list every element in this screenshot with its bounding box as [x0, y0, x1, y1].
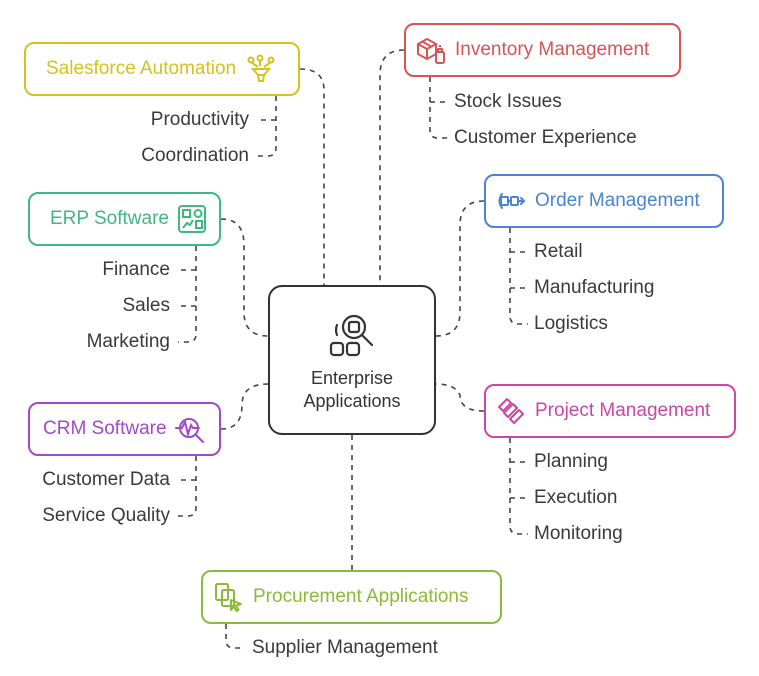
connector-salesforce [299, 68, 325, 285]
node-project-label: Project Management [535, 400, 711, 421]
stacked-bars-icon [496, 396, 526, 426]
node-erp-software: ERP Software [28, 192, 221, 246]
node-crm-software: CRM Software [28, 402, 221, 456]
funnel-network-icon [246, 54, 276, 84]
documents-cursor-icon [213, 582, 243, 612]
erp-item-marketing: Marketing [86, 331, 170, 352]
salesforce-item-coordination: Coordination [141, 145, 249, 166]
node-erp-label: ERP Software [50, 208, 169, 229]
erp-item-finance: Finance [102, 259, 170, 280]
node-salesforce-label: Salesforce Automation [46, 58, 237, 79]
project-item-monitoring: Monitoring [534, 523, 623, 544]
connector-order [435, 200, 485, 337]
center-node: Enterprise Applications [268, 285, 436, 435]
order-item-retail: Retail [534, 241, 583, 262]
pulse-magnifier-icon [174, 414, 205, 444]
crm-item-service-quality: Service Quality [42, 505, 170, 526]
dashboard-chart-icon [177, 204, 207, 234]
erp-item-sales: Sales [122, 295, 170, 316]
inventory-item-stock-issues: Stock Issues [454, 91, 562, 112]
node-salesforce-automation: Salesforce Automation [24, 42, 300, 96]
center-title-line2: Applications [303, 391, 401, 411]
node-procurement-applications: Procurement Applications [201, 570, 502, 624]
connector-crm [220, 383, 269, 430]
center-title-line1: Enterprise [310, 368, 394, 388]
crm-item-customer-data: Customer Data [42, 469, 170, 490]
box-bottle-icon [416, 35, 446, 65]
node-order-management: Order Management [484, 174, 724, 228]
inventory-item-customer-experience: Customer Experience [454, 127, 637, 148]
order-item-logistics: Logistics [534, 313, 608, 334]
project-item-planning: Planning [534, 451, 608, 472]
search-magnifier-icon [328, 309, 380, 359]
order-item-manufacturing: Manufacturing [534, 277, 655, 298]
workflow-arrow-icon [496, 186, 526, 216]
salesforce-item-productivity: Productivity [150, 109, 249, 130]
node-order-label: Order Management [535, 190, 700, 211]
node-project-management: Project Management [484, 384, 736, 438]
connector-erp [220, 218, 269, 337]
node-inventory-management: Inventory Management [404, 23, 681, 77]
center-title: Enterprise Applications [270, 367, 434, 413]
node-inventory-label: Inventory Management [455, 39, 650, 60]
procurement-item-supplier-management: Supplier Management [252, 637, 438, 658]
connector-project [435, 383, 485, 412]
project-item-execution: Execution [534, 487, 618, 508]
node-procurement-label: Procurement Applications [253, 586, 469, 607]
connector-inventory [379, 49, 405, 285]
node-crm-label: CRM Software [43, 418, 167, 439]
